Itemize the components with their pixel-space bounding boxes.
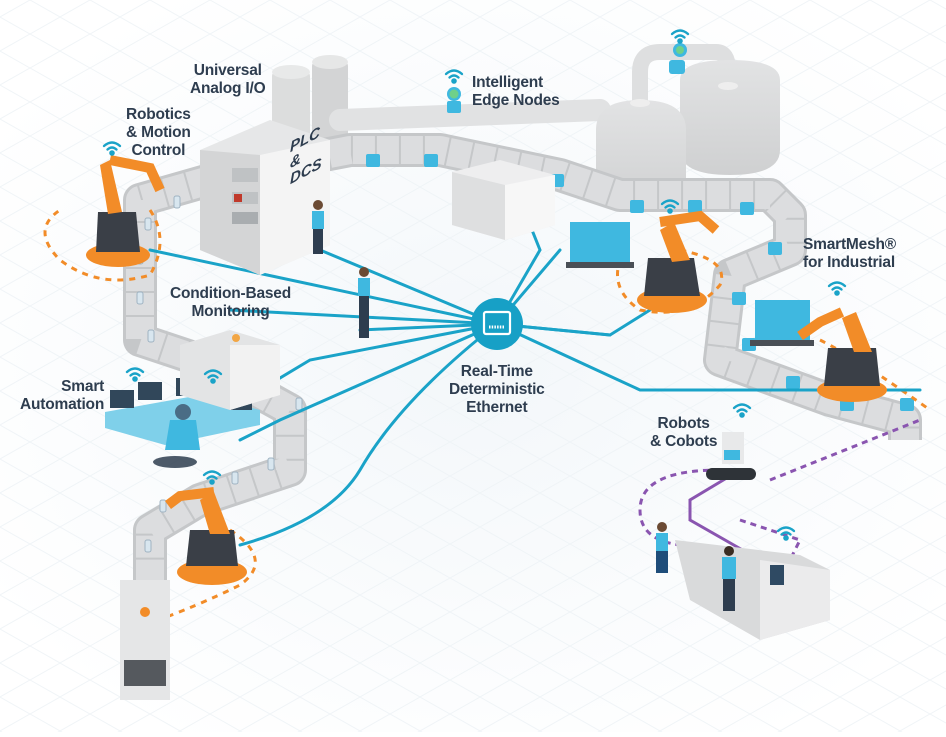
pallet-packages: [566, 222, 814, 346]
inspection-station: [120, 580, 170, 700]
mobile-cobot: [706, 432, 756, 480]
robot-arms: [86, 155, 887, 585]
robot-arm-mid: [637, 210, 720, 313]
robot-arm-bottom: [165, 487, 247, 585]
wifi-icons: [102, 29, 847, 541]
robot-arm-top-left: [86, 155, 165, 267]
label-condition-monitoring: Condition-Based Monitoring: [170, 285, 291, 320]
equipment-box: [452, 160, 555, 240]
bottles: [136, 195, 303, 553]
wifi-icon: [202, 470, 222, 485]
wifi-icon: [102, 141, 122, 156]
wifi-icon: [125, 367, 145, 382]
ethernet-links: [148, 198, 922, 547]
wifi-icon: [827, 281, 847, 296]
label-robotics-motion: Robotics & Motion Control: [126, 106, 191, 159]
label-universal-io: Universal Analog I/O: [190, 62, 266, 97]
label-ethernet-hub: Real-Time Deterministic Ethernet: [449, 363, 545, 416]
label-smart-automation: Smart Automation: [20, 378, 105, 413]
wifi-icon: [203, 369, 223, 384]
wifi-icon: [776, 526, 796, 541]
ethernet-port-icon: [482, 310, 512, 336]
robot-arm-right: [797, 307, 887, 402]
label-smartmesh: SmartMesh® for Industrial: [803, 236, 896, 271]
process-pipe: [329, 99, 611, 131]
workers: [312, 200, 736, 611]
wifi-icon: [732, 403, 752, 418]
label-edge-nodes: Intelligent Edge Nodes: [472, 74, 560, 109]
label-robots-cobots: Robots & Cobots: [650, 415, 718, 450]
wifi-icon: [660, 199, 680, 214]
ethernet-hub: [471, 298, 523, 350]
wifi-icon: [670, 29, 690, 44]
wifi-icon: [444, 69, 464, 84]
edge-node-device: [447, 87, 461, 113]
packages: [366, 154, 914, 411]
plc-cabinet: [200, 120, 330, 275]
server-racks: [180, 330, 280, 410]
packing-station: [675, 540, 830, 640]
